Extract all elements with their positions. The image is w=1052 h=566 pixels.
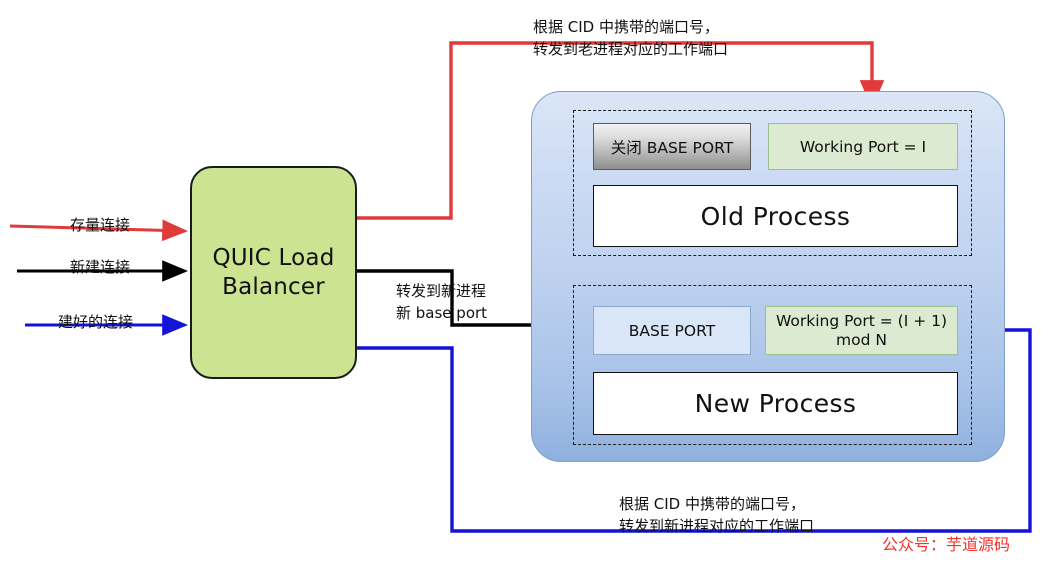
flow-label-established-connections: 建好的连接 [58, 313, 134, 331]
new-process-group [573, 285, 972, 445]
old-process-group [573, 110, 972, 256]
annotation-new-process-routing: 根据 CID 中携带的端口号， 转发到新进程对应的工作端口 [619, 495, 815, 535]
old-process-box[interactable]: Old Process [593, 185, 958, 247]
close-base-port-chip[interactable]: 关闭 BASE PORT [593, 123, 751, 170]
quic-load-balancer-box[interactable]: QUIC Load Balancer [190, 166, 357, 379]
flow-label-new-connections: 新建连接 [70, 258, 131, 276]
flow-label-existing-connections: 存量连接 [70, 216, 131, 234]
quic-load-balancer-label: QUIC Load Balancer [212, 245, 335, 300]
annotation-new-base-port-routing: 转发到新进程 新 base port [396, 282, 488, 322]
new-base-port-chip[interactable]: BASE PORT [593, 306, 751, 355]
new-process-box[interactable]: New Process [593, 372, 958, 435]
new-working-port-chip[interactable]: Working Port = (I + 1) mod N [765, 306, 958, 355]
annotation-old-process-routing: 根据 CID 中携带的端口号， 转发到老进程对应的工作端口 [533, 18, 729, 58]
watermark-text: 公众号：芋道源码 [882, 535, 1011, 554]
old-working-port-chip[interactable]: Working Port = I [768, 123, 958, 170]
